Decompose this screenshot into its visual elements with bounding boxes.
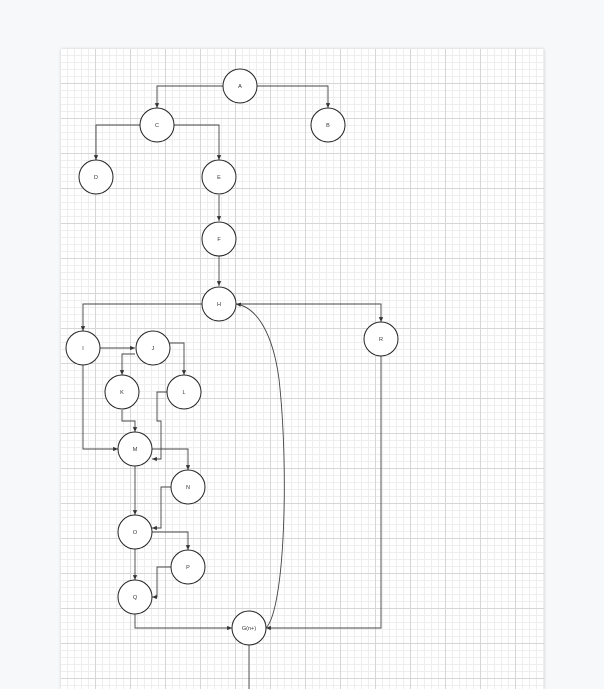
node-c: C — [139, 107, 175, 143]
edge-p-q — [152, 566, 171, 600]
edge-a-c — [154, 85, 223, 108]
node-m-label: M — [133, 447, 138, 453]
node-g-label: G(n+) — [242, 626, 256, 632]
diagram-canvas: A B C D E F H — [61, 49, 544, 689]
node-d: D — [78, 159, 114, 195]
edge-j-k — [119, 353, 135, 375]
node-d-label: D — [94, 175, 98, 181]
node-c-label: C — [155, 123, 159, 129]
edge-i-m — [82, 365, 118, 452]
nodes: A B C D E F H — [65, 68, 399, 646]
edge-l-m — [152, 391, 167, 462]
node-e: E — [201, 159, 237, 195]
edge-h-r — [236, 303, 384, 322]
node-b: B — [310, 107, 346, 143]
edge-c-e — [174, 124, 222, 160]
node-l: L — [166, 374, 202, 410]
edge-g-h — [235, 302, 285, 629]
node-l-label: L — [182, 390, 185, 396]
node-a-label: A — [238, 84, 242, 90]
edge-r-g — [266, 356, 382, 631]
node-j-label: J — [152, 346, 155, 352]
node-r: R — [363, 321, 399, 357]
edge-q-g — [134, 614, 232, 631]
edge-n-o — [152, 486, 171, 531]
node-k: K — [104, 374, 140, 410]
edge-k-m — [121, 410, 138, 432]
node-h: H — [201, 286, 237, 322]
node-f-label: F — [217, 237, 221, 243]
node-i-label: I — [82, 346, 84, 352]
edge-h-i — [80, 303, 202, 331]
node-r-label: R — [379, 337, 383, 343]
edges — [80, 85, 384, 689]
node-q-label: Q — [133, 595, 138, 601]
node-k-label: K — [120, 390, 124, 396]
node-j: J — [135, 330, 171, 366]
edge-c-d — [93, 124, 140, 160]
node-b-label: B — [326, 123, 330, 129]
node-g: G(n+) — [231, 610, 267, 646]
node-n-label: N — [186, 485, 190, 491]
node-n: N — [170, 469, 206, 505]
flowchart: A B C D E F H — [65, 68, 399, 689]
node-i: I — [65, 330, 101, 366]
node-m: M — [117, 431, 153, 467]
node-p: P — [170, 549, 206, 585]
node-q: Q — [117, 579, 153, 615]
edge-j-l — [170, 342, 187, 375]
node-h-label: H — [217, 302, 221, 308]
edge-a-b — [257, 85, 331, 108]
node-o-label: O — [133, 530, 138, 536]
edge-o-p — [152, 531, 191, 550]
node-a: A — [222, 68, 258, 104]
node-f: F — [201, 221, 237, 257]
node-e-label: E — [217, 175, 221, 181]
edge-m-n — [152, 448, 191, 470]
node-o: O — [117, 514, 153, 550]
node-p-label: P — [186, 565, 190, 571]
